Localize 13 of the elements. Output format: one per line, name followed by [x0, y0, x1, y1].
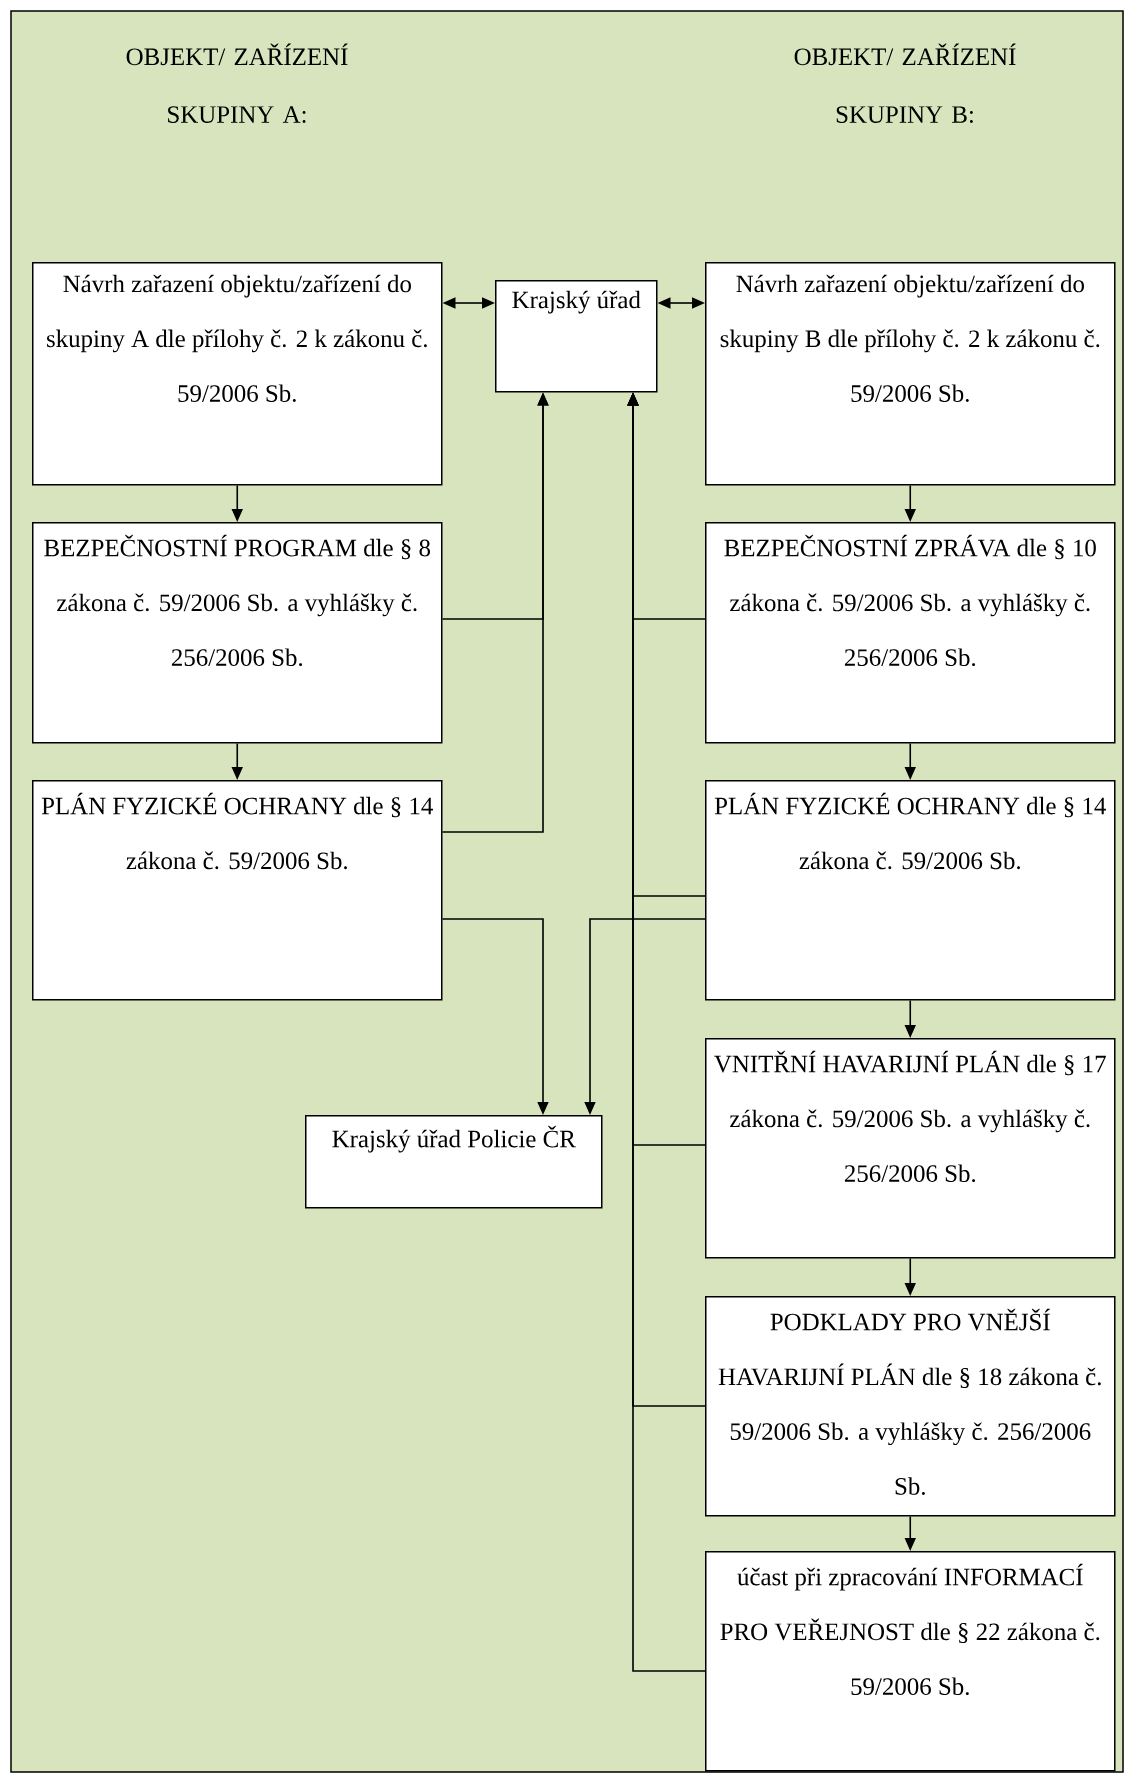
process-box: BEZPEČNOSTNÍ PROGRAM dle § 8 zákona č. 59/2006 Sb. a vyhlášky č. 256/2006 Sb.	[32, 522, 443, 744]
process-box: účast při zpracování INFORMACÍ PRO VEŘEJNOST dle § 22 zákona č. 59/2006 Sb.	[705, 1551, 1116, 1772]
heading-text: OBJEKT/ ZAŘÍZENÍ SKUPINY A:	[126, 43, 348, 124]
process-box: PODKLADY PRO VNĚJŠÍ HAVARIJNÍ PLÁN dle § 18 zákona č. 59/2006 Sb. a vyhlášky č. 256/2006 Sb.	[705, 1296, 1116, 1517]
process-box: Návrh zařazení objektu/zařízení do skupiny B dle přílohy č. 2 k zákonu č. 59/2006 Sb.	[705, 262, 1116, 486]
process-box: Krajský úřad Policie ČR	[305, 1115, 603, 1209]
process-box: VNITŘNÍ HAVARIJNÍ PLÁN dle § 17 zákona č. 59/2006 Sb. a vyhlášky č. 256/2006 Sb.	[705, 1038, 1116, 1259]
process-box: BEZPEČNOSTNÍ ZPRÁVA dle § 10 zákona č. 59/2006 Sb. a vyhlášky č. 256/2006 Sb.	[705, 522, 1116, 744]
process-box: Krajský úřad	[495, 280, 658, 393]
process-box: PLÁN FYZICKÉ OCHRANY dle § 14 zákona č. 59/2006 Sb.	[32, 780, 443, 1001]
heading-text: OBJEKT/ ZAŘÍZENÍ SKUPINY B:	[794, 43, 1016, 124]
process-box: PLÁN FYZICKÉ OCHRANY dle § 14 zákona č. 59/2006 Sb.	[705, 780, 1116, 1001]
process-box: Návrh zařazení objektu/zařízení do skupiny A dle přílohy č. 2 k zákonu č. 59/2006 Sb.	[32, 262, 443, 486]
